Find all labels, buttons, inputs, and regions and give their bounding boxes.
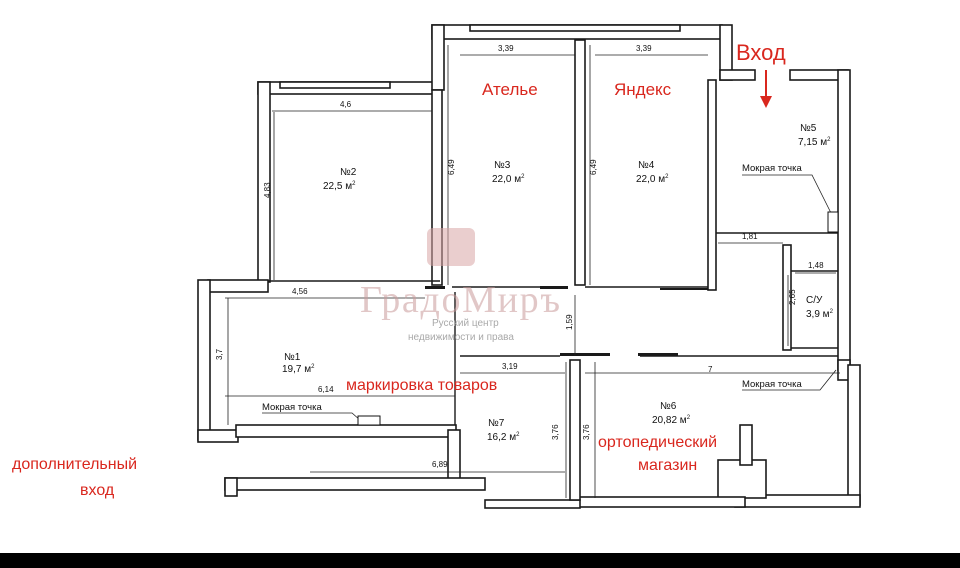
dim-label: 7 <box>708 365 713 374</box>
atelier-label: Ателье <box>482 80 538 99</box>
entrance-arrow-head-icon <box>760 96 772 108</box>
watermark-emblem <box>427 228 475 266</box>
watermark-logo: ГрадоМиръ <box>360 279 560 321</box>
room-id: №2 <box>340 167 357 178</box>
room-id: №7 <box>488 418 505 429</box>
dim-label: 1,48 <box>808 261 824 270</box>
extra-entrance-line2: вход <box>80 482 115 499</box>
dim-label: 2,65 <box>788 289 797 305</box>
watermark-line1: Русский центр <box>432 318 499 329</box>
extra-entrance-line1: дополнительный <box>12 456 137 473</box>
inner-walls <box>268 39 838 501</box>
room-id: №3 <box>494 160 511 171</box>
annotations: Вход Ателье Яндекс маркировка товаров ор… <box>12 40 786 499</box>
wet-point-marker <box>827 211 839 233</box>
wet-points: Мокрая точка Мокрая точка Мокрая точка <box>262 163 839 426</box>
room-id: №1 <box>284 352 301 363</box>
dim-label: 6,49 <box>589 159 598 175</box>
bottom-black-bar <box>0 553 960 568</box>
dim-label: 4,56 <box>292 287 308 296</box>
room-id: С/У <box>806 295 823 306</box>
outer-walls <box>197 24 861 509</box>
room-id: №4 <box>638 160 655 171</box>
room-area: 22,5 м2 <box>323 181 356 192</box>
dim-label: 3,76 <box>551 424 560 440</box>
dim-label: 6,14 <box>318 385 334 394</box>
dim-label: 3,19 <box>502 362 518 371</box>
room-area: 16,2 м2 <box>487 432 520 443</box>
dim-label: 3,76 <box>582 424 591 440</box>
dimension-lines <box>225 45 840 498</box>
dim-label: 6,49 <box>447 159 456 175</box>
room-area: 22,0 м2 <box>636 174 669 185</box>
room-area: 20,82 м2 <box>652 415 691 426</box>
dim-label: 6,89 <box>432 460 448 469</box>
door-openings <box>425 286 708 356</box>
dim-label: 3,39 <box>498 44 514 53</box>
dimension-labels: 3,39 3,39 4,6 4,83 6,49 6,49 1,81 1,48 2… <box>215 44 824 469</box>
marking-label: маркировка товаров <box>346 377 497 394</box>
dim-label: 3,39 <box>636 44 652 53</box>
wet-point-label: Мокрая точка <box>262 402 322 413</box>
room-id: №5 <box>800 123 817 134</box>
dim-label: 1,81 <box>742 232 758 241</box>
room-labels: №2 22,5 м2 №3 22,0 м2 №4 22,0 м2 №5 7,15… <box>282 123 834 443</box>
room-area: 3,9 м2 <box>806 309 834 320</box>
ortho-label-line2: магазин <box>638 457 697 474</box>
room-area: 19,7 м2 <box>282 364 315 375</box>
room-area: 22,0 м2 <box>492 174 525 185</box>
wet-point-label: Мокрая точка <box>742 163 802 174</box>
room-id: №6 <box>660 401 677 412</box>
ortho-label-line1: ортопедический <box>598 434 717 451</box>
watermark-line2: недвижимости и права <box>408 332 514 343</box>
wet-point-label: Мокрая точка <box>742 379 802 390</box>
dim-label: 4,83 <box>263 182 272 198</box>
entrance-label: Вход <box>736 40 786 65</box>
wet-point-marker <box>357 415 381 426</box>
room-area: 7,15 м2 <box>798 137 831 148</box>
yandex-label: Яндекс <box>614 80 672 99</box>
dim-label: 3,7 <box>215 348 224 360</box>
dim-label: 4,6 <box>340 100 352 109</box>
watermark: ГрадоМиръ Русский центр недвижимости и п… <box>360 228 560 343</box>
dim-label: 1,59 <box>565 314 574 330</box>
